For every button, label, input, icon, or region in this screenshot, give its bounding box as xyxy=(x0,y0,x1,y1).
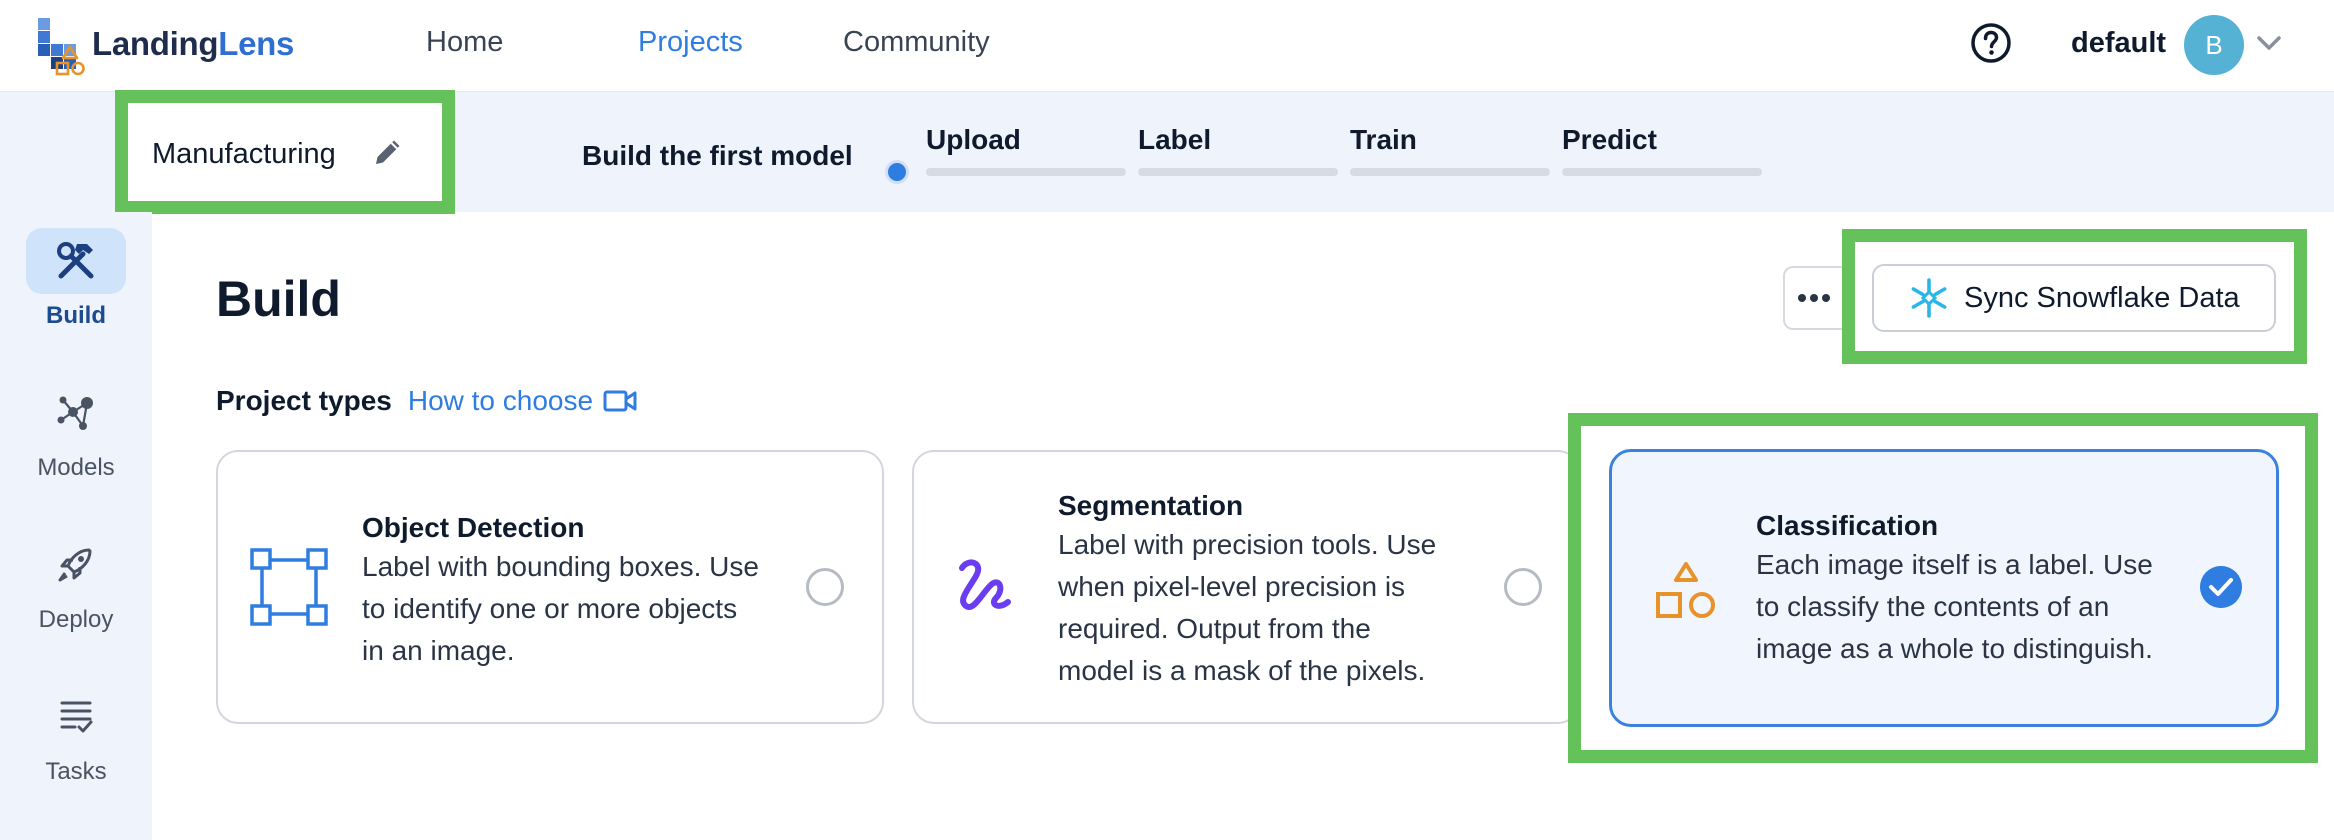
sync-button-label: Sync Snowflake Data xyxy=(1964,281,2240,314)
network-nodes-icon xyxy=(57,396,93,430)
logo-text-lens: Lens xyxy=(218,25,295,62)
more-horizontal-icon xyxy=(1798,294,1830,302)
step-train[interactable]: Train xyxy=(1350,124,1550,176)
project-name-highlight xyxy=(115,90,455,214)
sidebar-label: Models xyxy=(37,454,115,481)
sidebar-label: Tasks xyxy=(45,758,107,785)
top-navigation: LandingLens Home Projects Community defa… xyxy=(0,0,2334,92)
card-description-line: in an image. xyxy=(362,635,515,666)
nav-community[interactable]: Community xyxy=(843,26,990,58)
snowflake-icon xyxy=(1911,278,1947,318)
shapes-icon xyxy=(1656,562,1715,618)
step-label-tab[interactable]: Label xyxy=(1138,124,1338,176)
step-label: Upload xyxy=(926,124,1021,155)
card-description: Label with bounding boxes. Use to identi… xyxy=(362,546,759,672)
sidebar-item-models[interactable]: Models xyxy=(0,380,152,482)
card-description-line: Each image itself is a label. Use xyxy=(1756,549,2153,580)
sidebar-label: Build xyxy=(46,302,106,329)
sidebar-label: Deploy xyxy=(38,606,114,633)
step-label: Train xyxy=(1350,124,1417,155)
more-options-button[interactable] xyxy=(1783,266,1843,330)
card-object-detection[interactable]: Object Detection Label with bounding box… xyxy=(216,450,884,724)
sync-snowflake-button[interactable]: Sync Snowflake Data xyxy=(1872,264,2276,332)
page-title: Build xyxy=(216,271,341,327)
current-step-indicator xyxy=(885,160,909,184)
project-types-row: Project types How to choose xyxy=(216,385,637,417)
how-to-choose-link[interactable]: How to choose xyxy=(407,385,594,416)
step-label: Label xyxy=(1138,124,1212,155)
workflow-title: Build the first model xyxy=(582,140,853,171)
card-title: Segmentation xyxy=(1058,490,1244,521)
step-progress-bar xyxy=(926,168,1126,176)
step-upload[interactable]: Upload xyxy=(926,124,1126,176)
card-description-line: Label with bounding boxes. Use xyxy=(362,551,759,582)
checklist-icon xyxy=(60,701,93,733)
classification-shapes-icon xyxy=(55,45,85,76)
squiggle-brush-icon xyxy=(959,559,1011,610)
step-progress-bar xyxy=(1562,168,1762,176)
sidebar-item-tasks[interactable]: Tasks xyxy=(0,684,152,786)
card-description-line: to classify the contents of an xyxy=(1756,591,2110,622)
card-segmentation[interactable]: Segmentation Label with precision tools.… xyxy=(912,450,1580,724)
card-description-line: when pixel-level precision is xyxy=(1058,571,1406,602)
card-description-line: image as a whole to distinguish. xyxy=(1756,633,2153,664)
video-camera-icon[interactable] xyxy=(603,388,637,414)
card-description-line: required. Output from the xyxy=(1058,613,1371,644)
card-classification[interactable]: Classification Each image itself is a la… xyxy=(1609,449,2279,727)
question-circle-icon[interactable] xyxy=(1970,22,2012,64)
step-progress-bar xyxy=(1138,168,1338,176)
project-name[interactable]: Manufacturing xyxy=(152,138,336,170)
sidebar-item-deploy[interactable]: Deploy xyxy=(0,532,152,634)
rocket-icon xyxy=(58,548,92,582)
hammer-wrench-icon xyxy=(57,242,94,279)
sidebar: Build Models xyxy=(0,212,152,840)
card-description: Each image itself is a label. Use to cla… xyxy=(1756,544,2153,670)
radio-segmentation[interactable] xyxy=(1504,568,1542,606)
card-description-line: model is a mask of the pixels. xyxy=(1058,655,1426,686)
step-predict[interactable]: Predict xyxy=(1562,124,1762,176)
nav-home[interactable]: Home xyxy=(426,26,504,58)
project-types-label: Project types xyxy=(216,385,392,416)
checkmark-circle-icon[interactable] xyxy=(2200,566,2242,608)
step-label: Predict xyxy=(1562,124,1657,155)
step-progress-bar xyxy=(1350,168,1550,176)
user-name[interactable]: default xyxy=(2071,27,2167,59)
radio-object-detection[interactable] xyxy=(806,568,844,606)
card-title: Object Detection xyxy=(362,512,585,543)
avatar[interactable]: B xyxy=(2184,15,2244,75)
card-description-line: to identify one or more objects xyxy=(362,593,738,624)
card-description-line: Label with precision tools. Use xyxy=(1058,529,1437,560)
logo-text-landing: Landing xyxy=(92,25,219,62)
nav-projects[interactable]: Projects xyxy=(638,26,743,58)
bounding-box-icon xyxy=(250,548,328,626)
pencil-edit-icon[interactable] xyxy=(370,134,406,170)
chevron-down-icon[interactable] xyxy=(2255,32,2283,54)
card-description: Label with precision tools. Use when pix… xyxy=(1058,524,1436,692)
card-title: Classification xyxy=(1756,510,1939,541)
sidebar-item-build[interactable]: Build xyxy=(0,228,152,330)
